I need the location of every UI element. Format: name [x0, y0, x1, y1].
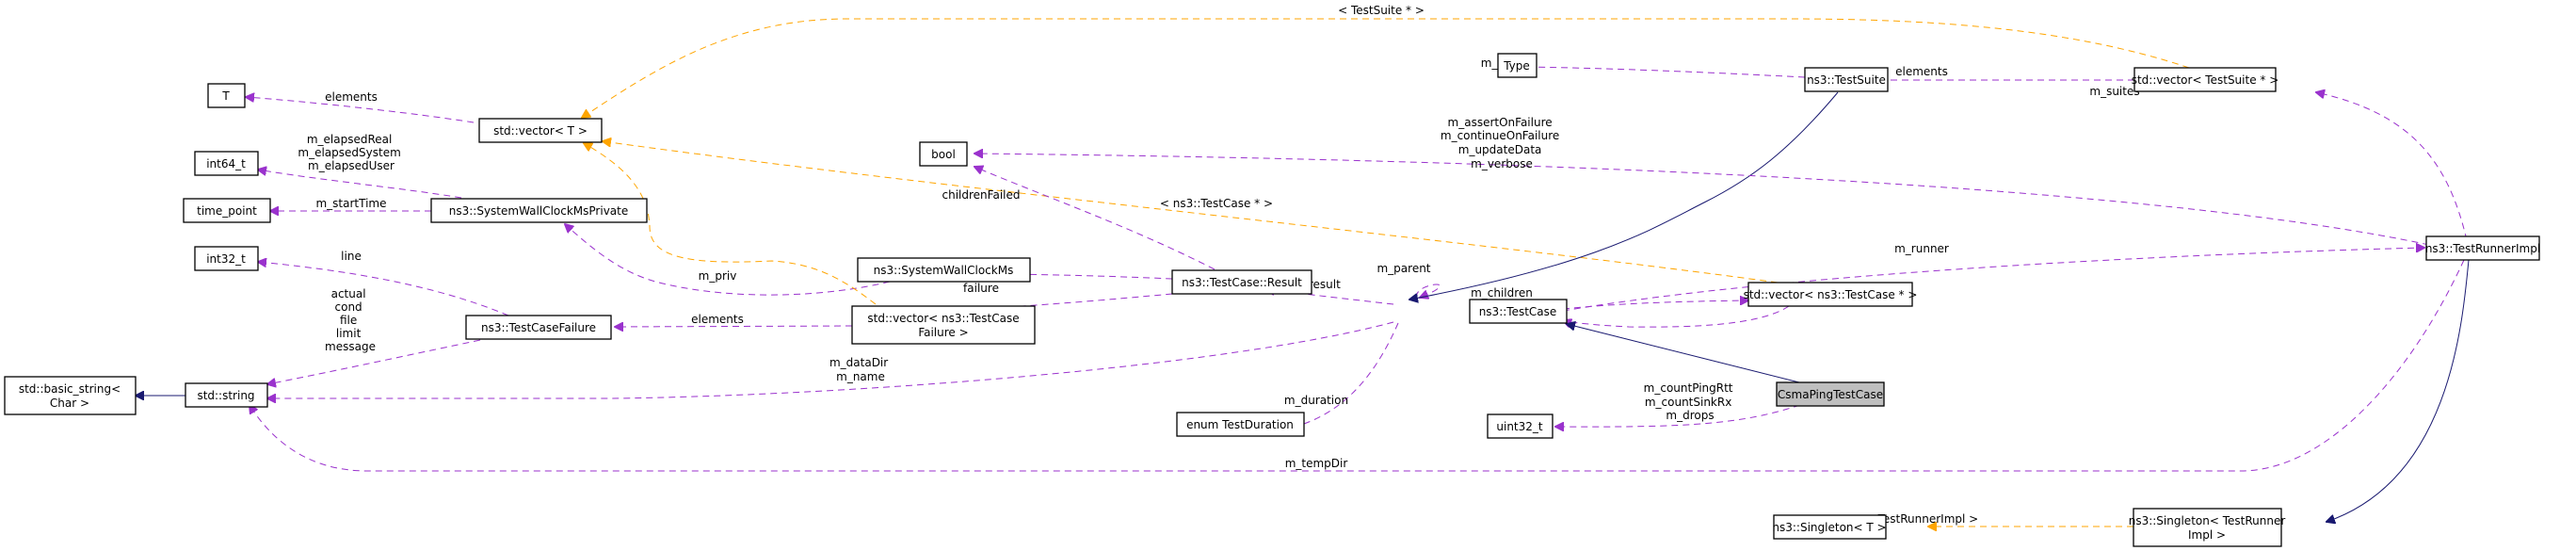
svg-text:int64_t: int64_t [206, 157, 246, 170]
label-vectcf-tcf: elements [691, 313, 744, 326]
label-vectT-T: elements [325, 90, 378, 104]
svg-text:ns3::TestSuite: ns3::TestSuite [1807, 73, 1886, 87]
node-type[interactable]: Type [1497, 53, 1538, 78]
edge-vectc-vectorT [603, 141, 1779, 284]
label-runner-string: m_tempDir [1285, 457, 1348, 470]
label-vects-vectorT: < TestSuite * > [1338, 4, 1425, 17]
label-testcase-vectc: m_children [1471, 286, 1533, 300]
svg-text:ns3::TestRunnerImpl: ns3::TestRunnerImpl [2425, 242, 2540, 255]
svg-text:std::string: std::string [197, 389, 254, 402]
label-result-vectcf: failure [963, 282, 999, 295]
edge-swcmp-int64 [258, 170, 462, 199]
svg-text:ns3::Singleton< TestRunner: ns3::Singleton< TestRunner [2129, 514, 2286, 527]
svg-text:T: T [221, 89, 230, 103]
node-uint32[interactable]: uint32_t [1487, 413, 1554, 439]
svg-text:std::basic_string<: std::basic_string< [19, 382, 121, 396]
svg-text:ns3::Singleton< T >: ns3::Singleton< T > [1772, 521, 1886, 534]
svg-text:ns3::SystemWallClockMsPrivate: ns3::SystemWallClockMsPrivate [449, 204, 629, 218]
node-system-wall-clock-ms[interactable]: ns3::SystemWallClockMs [857, 257, 1031, 283]
edge-testcase-self [1416, 284, 1441, 298]
node-test-case-result[interactable]: ns3::TestCase::Result [1171, 269, 1312, 295]
edge-vects-vectorT [582, 18, 2190, 118]
label-singRunner-singT: < TestRunnerImpl > [1865, 512, 1978, 526]
svg-text:CsmaPingTestCase: CsmaPingTestCase [1778, 388, 1883, 401]
label-swcmp-int64: m_elapsedReal m_elapsedSystem m_elapsedU… [298, 133, 404, 172]
svg-text:ns3::SystemWallClockMs: ns3::SystemWallClockMs [874, 264, 1014, 277]
svg-text:ns3::TestCaseFailure: ns3::TestCaseFailure [481, 321, 596, 334]
svg-text:std::vector< T >: std::vector< T > [493, 124, 588, 138]
node-test-case[interactable]: ns3::TestCase [1469, 299, 1568, 324]
svg-text:bool: bool [931, 148, 956, 161]
label-vectc-vectorT: < ns3::TestCase * > [1160, 197, 1273, 210]
svg-text:std::vector< ns3::TestCase * >: std::vector< ns3::TestCase * > [1744, 288, 1918, 301]
node-bool[interactable]: bool [919, 141, 968, 167]
node-vector-test-case-failure[interactable]: std::vector< ns3::TestCase Failure > [851, 305, 1036, 345]
edge-swcm-swcmp [565, 224, 891, 296]
label-testcase-string: m_dataDir m_name [829, 356, 892, 383]
edge-runner-bool [974, 154, 2430, 246]
node-basic-string[interactable]: std::basic_string< Char > [4, 376, 137, 415]
node-test-case-failure[interactable]: ns3::TestCaseFailure [465, 315, 612, 340]
edge-vectcf-tcf [615, 326, 853, 327]
node-vector-T[interactable]: std::vector< T > [478, 118, 603, 143]
edge-result-bool [974, 167, 1216, 270]
node-int64[interactable]: int64_t [194, 151, 259, 176]
edge-runner-string [250, 259, 2465, 472]
node-singleton-test-runner-impl[interactable]: ns3::Singleton< TestRunner Impl > [2129, 508, 2286, 547]
svg-text:Char >: Char > [50, 397, 89, 410]
edge-testcase-string [267, 321, 1394, 398]
node-T[interactable]: T [207, 83, 246, 108]
edge-testsuite-type [1518, 67, 1806, 78]
label-swcm-swcmp: m_priv [699, 269, 737, 283]
label-vects-testsuite: elements [1895, 65, 1948, 78]
node-test-runner-impl[interactable]: ns3::TestRunnerImpl [2425, 235, 2540, 261]
node-csma-ping-test-case[interactable]: CsmaPingTestCase [1776, 381, 1885, 407]
svg-text:int32_t: int32_t [206, 252, 246, 266]
node-std-string[interactable]: std::string [185, 382, 268, 408]
edge-vectc-testcase [1563, 305, 1790, 327]
svg-text:uint32_t: uint32_t [1496, 420, 1543, 433]
svg-text:Failure >: Failure > [918, 326, 968, 339]
label-testcase-enum: m_duration [1284, 394, 1348, 407]
label-result-bool: childrenFailed [942, 188, 1021, 202]
label-testcase-self: m_parent [1377, 262, 1430, 275]
node-int32[interactable]: int32_t [194, 246, 259, 271]
node-time-point[interactable]: time_point [183, 198, 271, 223]
svg-text:ns3::TestCase::Result: ns3::TestCase::Result [1182, 276, 1302, 289]
nodes: T std::vector< T > int64_t time_point ns… [4, 53, 2540, 547]
edge-tcf-int32 [258, 262, 509, 316]
edge-csma-uint32 [1555, 404, 1801, 427]
label-tcf-string: actual cond file limit message [325, 287, 376, 353]
label-tcf-int32: line [341, 250, 362, 263]
edge-vectorT-T [246, 97, 475, 123]
svg-text:ns3::TestCase: ns3::TestCase [1479, 305, 1557, 318]
label-testcase-runner: m_runner [1894, 242, 1949, 255]
edge-testcase-vectc [1562, 300, 1748, 310]
node-singleton-T[interactable]: ns3::Singleton< T > [1772, 514, 1887, 540]
label-runner-bool: m_assertOnFailure m_continueOnFailure m_… [1441, 116, 1563, 170]
node-vector-test-suite[interactable]: std::vector< TestSuite * > [2132, 67, 2279, 92]
label-runner-vects: m_suites [2089, 85, 2139, 98]
svg-text:std::vector< TestSuite * >: std::vector< TestSuite * > [2132, 73, 2279, 87]
node-system-wall-clock-ms-private[interactable]: ns3::SystemWallClockMsPrivate [430, 198, 648, 223]
svg-text:time_point: time_point [197, 204, 257, 218]
edge-tcf-string [267, 339, 481, 384]
node-enum-test-duration[interactable]: enum TestDuration [1176, 412, 1305, 437]
node-test-suite[interactable]: ns3::TestSuite [1804, 67, 1889, 92]
label-csma-uint32: m_countPingRtt m_countSinkRx m_drops [1644, 381, 1737, 422]
node-vector-test-case[interactable]: std::vector< ns3::TestCase * > [1744, 282, 1918, 307]
svg-text:enum TestDuration: enum TestDuration [1186, 418, 1294, 431]
edge-testsuite-testcase [1409, 91, 1839, 300]
edge-csma-testcase [1567, 324, 1800, 383]
label-swcmp-timepoint: m_startTime [315, 197, 386, 210]
svg-text:Impl >: Impl > [2188, 528, 2226, 542]
svg-text:std::vector< ns3::TestCase: std::vector< ns3::TestCase [867, 312, 1019, 325]
edge-runner-vects [2316, 92, 2468, 241]
svg-text:Type: Type [1503, 59, 1530, 73]
edge-runner-singRunner [2326, 259, 2470, 522]
edge-testcase-runner [1562, 248, 2424, 312]
